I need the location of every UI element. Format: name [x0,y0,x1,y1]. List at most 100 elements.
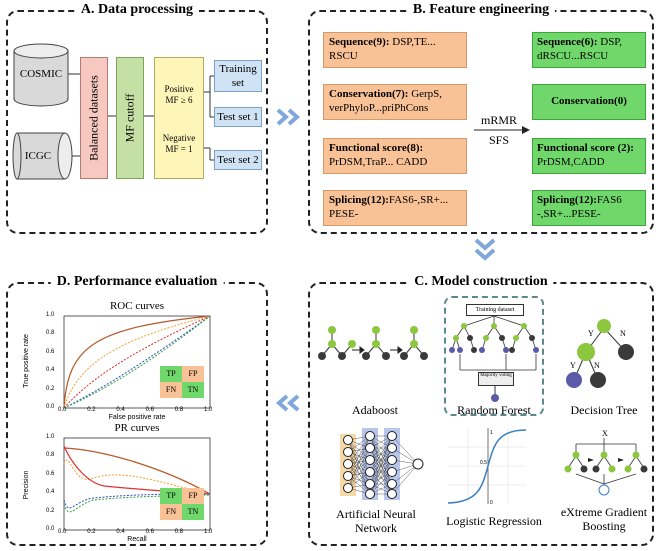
rf-voting-label: Majority voting [480,373,512,378]
model-label-xgboost: eXtreme Gradient Boosting [560,505,648,533]
logistic-regression-diagram: 1 0.5 0 [447,428,527,506]
roc-ylabel: True positive rate [23,334,30,388]
neural-network-diagram [340,428,424,500]
feature-head: Splicing(12): [537,194,597,206]
x-tick-label: 0.0 [58,407,67,413]
feature-head: Conservation(7): [329,88,409,100]
y-tick-label: 1.0 [46,312,55,318]
ann-edge [369,459,393,485]
selection-methods: mRMR SFS [470,110,528,151]
model-label-decision-tree: Decision Tree [570,403,638,417]
pr-xlabel: Recall [127,536,147,543]
ann-edge [347,435,371,477]
positive-mf-label: MF ≥ 6 [165,95,193,106]
mrmr-label: mRMR [480,113,517,127]
roc-cm-tn: TN [182,382,204,398]
x-tick-label: 0.6 [145,407,154,413]
ann-edge [369,447,393,485]
feature-head: Sequence(6): [537,36,598,48]
ann-node [343,483,353,493]
roc-title: ROC curves [109,300,165,312]
cosmic-label: COSMIC [19,68,63,80]
y-tick-label: 1.0 [46,434,55,440]
feature-head: Splicing(12): [329,194,389,206]
pr-cm-fp: FP [182,488,204,504]
y-tick-label: 0.0 [46,526,55,532]
ann-node [387,489,397,499]
ann-node [365,431,375,441]
y-tick-label: 0.2 [46,385,55,392]
x-tick-label: 1.0 [204,529,213,535]
panel-data-processing: A. Data processing [6,2,268,234]
feature-body: FAS6 -,SR+...PESE- [537,194,622,220]
y-tick-label: 0.4 [46,489,55,496]
panel-a-connectors [68,73,214,161]
ann-edge [369,435,393,473]
random-forest-diagram [449,315,539,371]
y-tick-label: 0.6 [46,348,55,355]
decision-tree-diagram: Y N Y N [566,319,634,388]
x-tick-label: 0.4 [116,529,125,535]
xgboost-diagram: X [564,429,648,496]
ann-node [365,443,375,453]
ann-edge [369,435,393,485]
roc-cm-tp: TP [160,366,182,382]
ann-node [365,489,375,499]
rf-output-icon [491,385,499,402]
negative-mf-label: MF = 1 [165,143,193,154]
label-split-box: Positive MF ≥ 6 Negative MF = 1 [154,57,204,179]
feature-box-functional-all: Functional score(8): PrDSM,TraP... CADD [323,138,467,174]
negative-label: Negative [162,132,196,143]
ann-edge [369,471,393,495]
ann-node [365,467,375,477]
panel-feature-engineering: B. Feature engineering [308,2,654,234]
training-set-label: Training set [219,63,257,89]
ann-node [387,479,397,489]
panel-model-construction: C. Model construction [308,274,654,546]
model-label-random-forest: Random Forest [457,403,531,417]
ann-edge [347,459,371,489]
feature-box-conservation-all: Conservation(7): GerpS, verPhyloP...priP… [323,84,467,120]
x-tick-label: 0.8 [174,407,184,413]
ann-node [387,443,397,453]
rf-training-label: Training dataset [475,307,515,313]
pr-ylabel: Precision [23,470,30,500]
feature-body: DSP, dRSCU...RSCU [537,36,622,62]
y-tick-label: 0.8 [46,330,55,337]
panel-d-title: D. Performance evaluation [50,274,224,290]
dt-no-label: N [620,329,626,338]
feature-head: Functional score(8): [329,142,424,154]
ann-node [387,467,397,477]
arrow-a-to-b-icon [276,108,301,126]
test-set-1-box: Test set 1 [214,107,262,127]
feature-box-functional-selected: Functional score (2): PrDSM,CADD [532,138,646,174]
balanced-datasets-label: Balanced datasets [86,75,101,161]
pr-cm-fn: FN [160,504,182,520]
test-set-2-box: Test set 2 [214,150,262,170]
arrow-c-to-d-icon [275,394,300,412]
rf-training-dataset: Training dataset [466,304,524,316]
feature-head: Conservation(0) [551,95,627,107]
ann-node [343,435,353,445]
ann-node [343,459,353,469]
feature-body: FAS6-,SR+... PESE- [329,194,449,220]
rf-majority-voting: Majority voting [478,372,514,386]
x-tick-label: 0.0 [58,529,67,535]
feature-head: Sequence(9): [329,36,390,48]
feature-box-sequence-selected: Sequence(6): DSP, dRSCU...RSCU [532,32,646,68]
test-set-1-label: Test set 1 [217,111,259,123]
roc-cm-fn: FN [160,382,182,398]
y-tick-label: 0.8 [46,452,55,459]
training-set-box: Training set [214,60,262,92]
y-tick-label: 0.2 [46,507,55,514]
ann-node [412,458,424,470]
feature-box-sequence-all: Sequence(9): DSP,TE... RSCU [323,32,467,68]
feature-box-conservation-selected: Conservation(0) [532,84,646,120]
dt-no-label-2: N [594,361,600,370]
arrow-b-to-c-icon [474,238,496,261]
lr-tick-bottom: 0 [490,500,493,506]
pr-cm-tp: TP [160,488,182,504]
lr-tick-top: 1 [490,430,493,436]
feature-body: PrDSM,TraP... CADD [329,155,428,168]
x-tick-label: 0.6 [145,529,154,535]
